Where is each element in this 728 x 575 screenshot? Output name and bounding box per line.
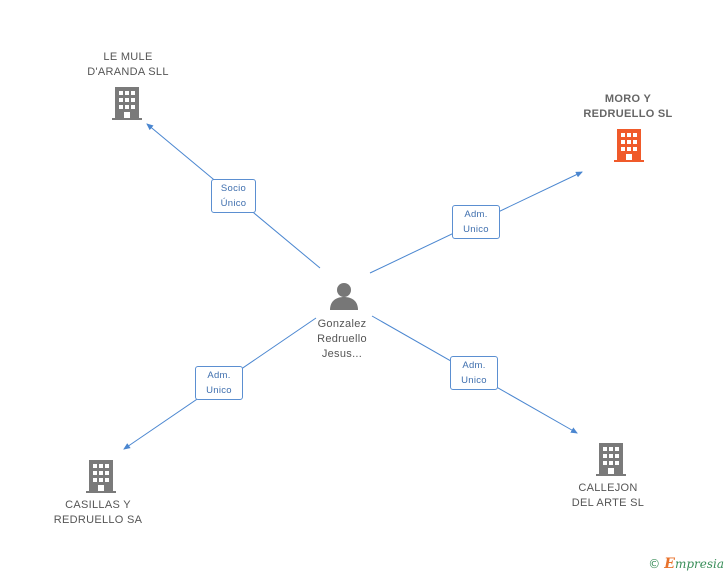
node-label-callejon[interactable]: CALLEJON DEL ARTE SL <box>548 481 668 511</box>
node-label-line: D'ARANDA SLL <box>87 66 169 78</box>
node-label-line: Jesus... <box>321 348 363 360</box>
edge-badge-callejon[interactable]: Adm. Unico <box>450 356 498 390</box>
edge-badge-line: Socio <box>220 183 247 194</box>
node-label-line: Redruello <box>317 333 367 345</box>
node-label-casillas[interactable]: CASILLAS Y REDRUELLO SA <box>38 498 158 528</box>
node-label-line: REDRUELLO SL <box>583 108 673 120</box>
edge-badge-le-mule[interactable]: Socio Único <box>211 179 256 213</box>
brand-initial: E <box>664 556 675 572</box>
edge-badge-line: Unico <box>206 385 232 396</box>
edge-badge-line: Adm. <box>462 360 486 371</box>
edge-badge-line: Único <box>220 198 247 209</box>
building-icon[interactable] <box>614 129 644 162</box>
brand-name: mpresia <box>674 557 724 571</box>
node-label-line: DEL ARTE SL <box>571 497 645 509</box>
node-label-line: CASILLAS Y <box>65 499 131 511</box>
node-label-le-mule[interactable]: LE MULE D'ARANDA SLL <box>68 50 188 80</box>
building-icon[interactable] <box>86 460 116 493</box>
edge-badge-casillas[interactable]: Adm. Unico <box>195 366 243 400</box>
edge-badge-line: Adm. <box>207 370 231 381</box>
node-label-line: Gonzalez <box>317 318 367 330</box>
building-icon[interactable] <box>596 443 626 476</box>
node-label-line: MORO Y <box>604 93 652 105</box>
building-icon[interactable] <box>112 87 142 120</box>
edge-badge-line: Unico <box>461 375 487 386</box>
edge-badge-moro[interactable]: Adm. Unico <box>452 205 500 239</box>
copyright-symbol: © <box>648 557 661 571</box>
node-label-moro[interactable]: MORO Y REDRUELLO SL <box>568 92 688 122</box>
brand-footer[interactable]: ©Empresia <box>648 556 724 572</box>
node-label-line: CALLEJON <box>578 482 638 494</box>
node-label-line: REDRUELLO SA <box>53 514 143 526</box>
edge-badge-line: Unico <box>463 224 489 235</box>
node-label-center[interactable]: Gonzalez Redruello Jesus... <box>282 317 402 362</box>
edge-badge-line: Adm. <box>464 209 488 220</box>
node-label-line: LE MULE <box>103 51 153 63</box>
person-icon[interactable] <box>329 282 359 310</box>
